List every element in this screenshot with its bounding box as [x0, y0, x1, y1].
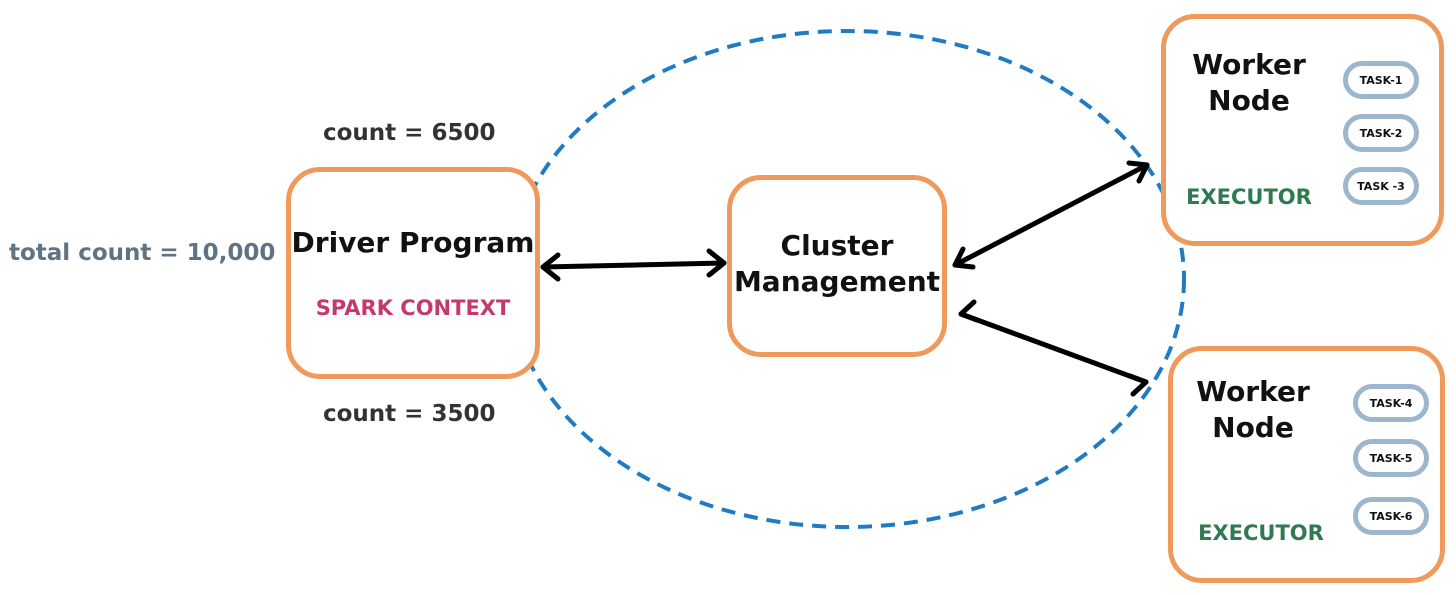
total-count-label: total count = 10,000: [9, 240, 276, 266]
cluster-worker2-arrow: [958, 299, 1149, 397]
driver-program-box: Driver Program SPARK CONTEXT: [286, 167, 540, 379]
cluster-management-box: Cluster Management: [727, 175, 947, 357]
worker-node-1-executor: EXECUTOR: [1186, 185, 1312, 209]
driver-program-title: Driver Program: [291, 226, 535, 259]
driver-cluster-arrow: [540, 248, 727, 282]
task-2-pill: TASK-2: [1343, 114, 1419, 152]
task-3-pill: TASK -3: [1343, 167, 1419, 205]
cluster-worker1-arrow: [952, 160, 1150, 270]
count-bottom-label: count = 3500: [323, 401, 496, 427]
task-5-pill: TASK-5: [1353, 439, 1429, 477]
worker-node-1-title: Worker Node: [1192, 48, 1306, 117]
count-top-label: count = 6500: [323, 120, 496, 146]
task-1-pill: TASK-1: [1343, 61, 1419, 99]
worker-node-2-box: Worker Node EXECUTOR TASK-4 TASK-5 TASK-…: [1168, 346, 1445, 583]
spark-context-label: SPARK CONTEXT: [315, 296, 511, 320]
cluster-management-title: Cluster Management: [733, 229, 941, 298]
task-4-pill: TASK-4: [1353, 384, 1429, 422]
worker-node-2-executor: EXECUTOR: [1198, 521, 1324, 545]
worker-node-1-box: Worker Node EXECUTOR TASK-1 TASK-2 TASK …: [1161, 14, 1444, 246]
task-6-pill: TASK-6: [1353, 497, 1429, 535]
worker-node-2-title: Worker Node: [1196, 375, 1310, 444]
